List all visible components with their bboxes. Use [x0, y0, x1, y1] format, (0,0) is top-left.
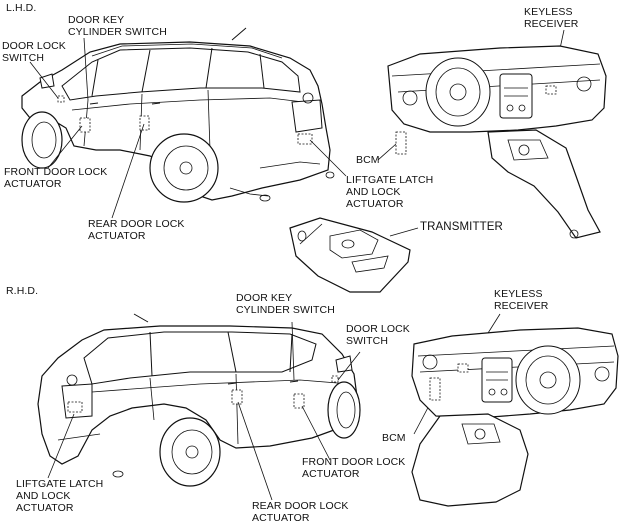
lhd-dashboard-drawing [387, 45, 607, 239]
lhd-front-door-lock-actuator-label: FRONT DOOR LOCK ACTUATOR [4, 166, 108, 190]
lhd-section-title: L.H.D. [6, 2, 37, 14]
lhd-door-lock-switch-label: DOOR LOCK SWITCH [2, 40, 66, 64]
lhd-leader-lines [29, 29, 565, 219]
rhd-front-door-lock-actuator-label: FRONT DOOR LOCK ACTUATOR [302, 456, 406, 480]
rhd-section-title: R.H.D. [6, 285, 39, 297]
lhd-rear-door-lock-actuator-label: REAR DOOR LOCK ACTUATOR [88, 218, 185, 242]
lhd-bcm-label: BCM [356, 154, 380, 166]
lhd-liftgate-latch-label: LIFTGATE LATCH AND LOCK ACTUATOR [346, 174, 434, 210]
rhd-rear-door-lock-actuator-label: REAR DOOR LOCK ACTUATOR [252, 500, 349, 524]
rhd-liftgate-latch-label: LIFTGATE LATCH AND LOCK ACTUATOR [16, 478, 104, 514]
rhd-bcm-label: BCM [382, 432, 406, 444]
rhd-door-key-cylinder-switch-label: DOOR KEY CYLINDER SWITCH [236, 292, 335, 316]
rhd-keyless-receiver-label: KEYLESS RECEIVER [494, 288, 549, 312]
lhd-door-key-cylinder-switch-label: DOOR KEY CYLINDER SWITCH [68, 14, 167, 38]
rhd-vehicle-drawing [37, 313, 361, 487]
transmitter-drawing [289, 217, 419, 293]
rhd-dashboard-drawing [411, 327, 619, 507]
lhd-vehicle-drawing [21, 27, 335, 203]
transmitter-label: TRANSMITTER [420, 221, 503, 233]
rhd-door-lock-switch-label: DOOR LOCK SWITCH [346, 323, 410, 347]
lhd-keyless-receiver-label: KEYLESS RECEIVER [524, 6, 579, 30]
